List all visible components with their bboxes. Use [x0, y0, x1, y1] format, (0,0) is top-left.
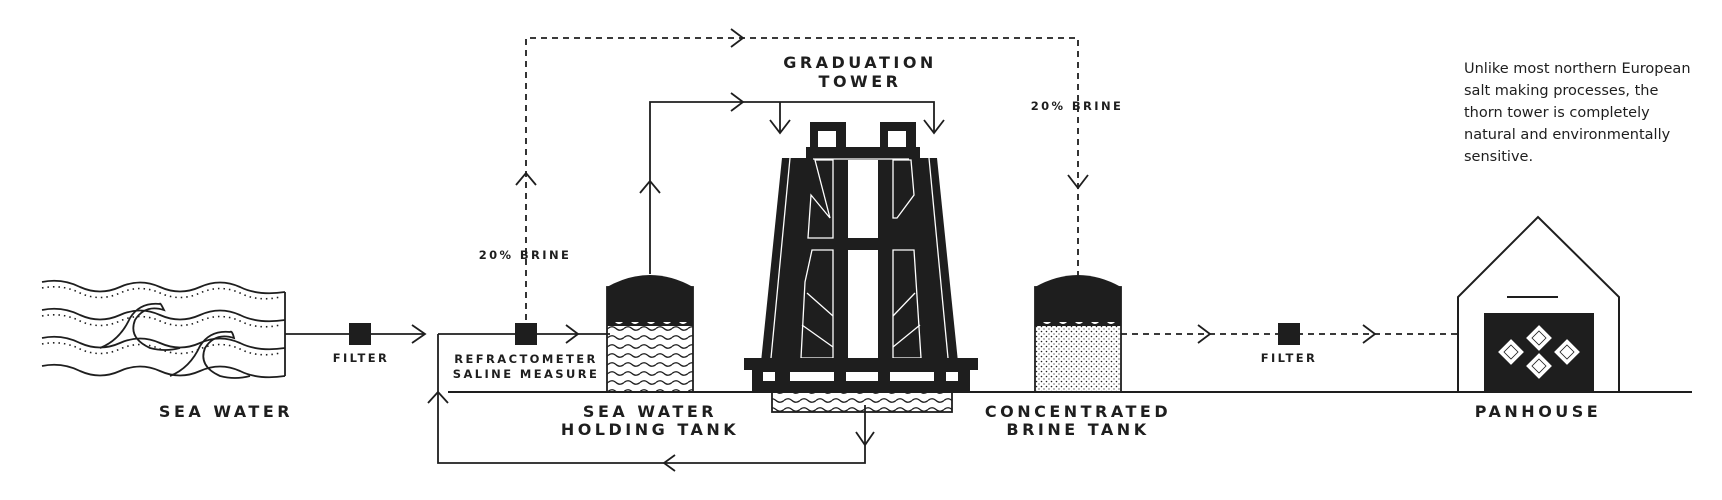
refractometer-icon [515, 323, 537, 345]
brine-tank-label-2: BRINE TANK [1006, 420, 1149, 439]
salt-crystal-icons [1498, 325, 1580, 379]
graduation-tower-label-2: TOWER [819, 72, 902, 91]
graduation-tower-label-1: GRADUATION [783, 53, 937, 72]
flow-tank-to-tower [639, 92, 945, 274]
holding-tank-label-2: HOLDING TANK [561, 420, 739, 439]
side-note: Unlike most northern European salt makin… [1464, 61, 1691, 165]
refractometer-label-2: SALINE MEASURE [453, 367, 599, 381]
flow-brine-arrows [515, 28, 1089, 190]
panhouse-label: PANHOUSE [1475, 402, 1601, 421]
holding-tank-icon [606, 275, 694, 393]
panhouse-icon [1457, 215, 1620, 392]
sea-water-label: SEA WATER [159, 402, 293, 421]
refractometer-label-1: REFRACTOMETER [454, 352, 597, 366]
flow-return-loop [427, 324, 875, 472]
graduation-tower-icon [744, 122, 978, 413]
brine-tank-icon [1034, 275, 1122, 393]
brine-up-label: 20% BRINE [479, 248, 572, 262]
sea-water-icon [41, 279, 286, 379]
holding-tank-label-1: SEA WATER [583, 402, 717, 421]
filter-2-label: FILTER [1261, 351, 1318, 365]
brine-tank-label-1: CONCENTRATED [985, 402, 1171, 421]
filter-1-label: FILTER [333, 351, 390, 365]
filter-1-icon [349, 323, 371, 345]
brine-down-label: 20% BRINE [1031, 99, 1124, 113]
filter-2-icon [1278, 323, 1300, 345]
